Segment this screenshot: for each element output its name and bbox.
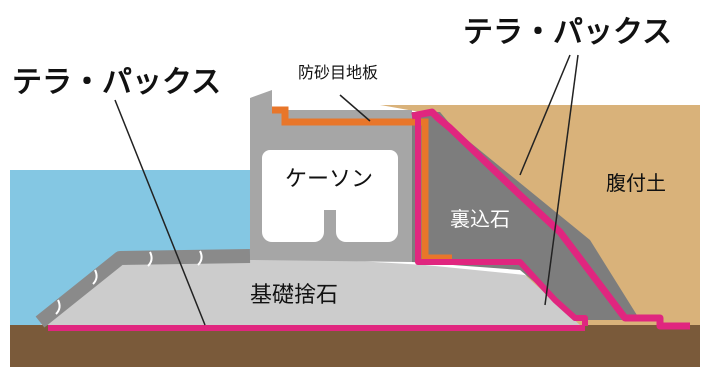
- armor-stone-band: [35, 249, 251, 328]
- label-embankment-soil: 腹付土: [606, 171, 666, 195]
- label-terapax-right: テラ・パックス: [463, 15, 672, 50]
- label-caisson: ケーソン: [285, 167, 373, 192]
- terapax-sheet-right-lower: [415, 116, 588, 326]
- label-backfill-stone: 裏込石: [450, 207, 510, 231]
- leader-line-right-2: [544, 54, 579, 306]
- terapax-sheet-right: [411, 108, 690, 330]
- sand-joint-plate: [272, 106, 452, 262]
- leader-line-left: [114, 99, 206, 326]
- label-sand-joint-plate: 防砂目地板: [298, 63, 378, 82]
- caisson: [250, 90, 412, 262]
- leader-line-right-1: [519, 54, 571, 176]
- foundation-rubble: [40, 255, 580, 325]
- label-foundation-rubble: 基礎捨石: [250, 283, 338, 308]
- armor-stone-joints: [55, 250, 203, 315]
- seabed: [10, 325, 700, 367]
- leader-line-plate: [339, 94, 371, 122]
- label-terapax-left: テラ・パックス: [12, 65, 221, 100]
